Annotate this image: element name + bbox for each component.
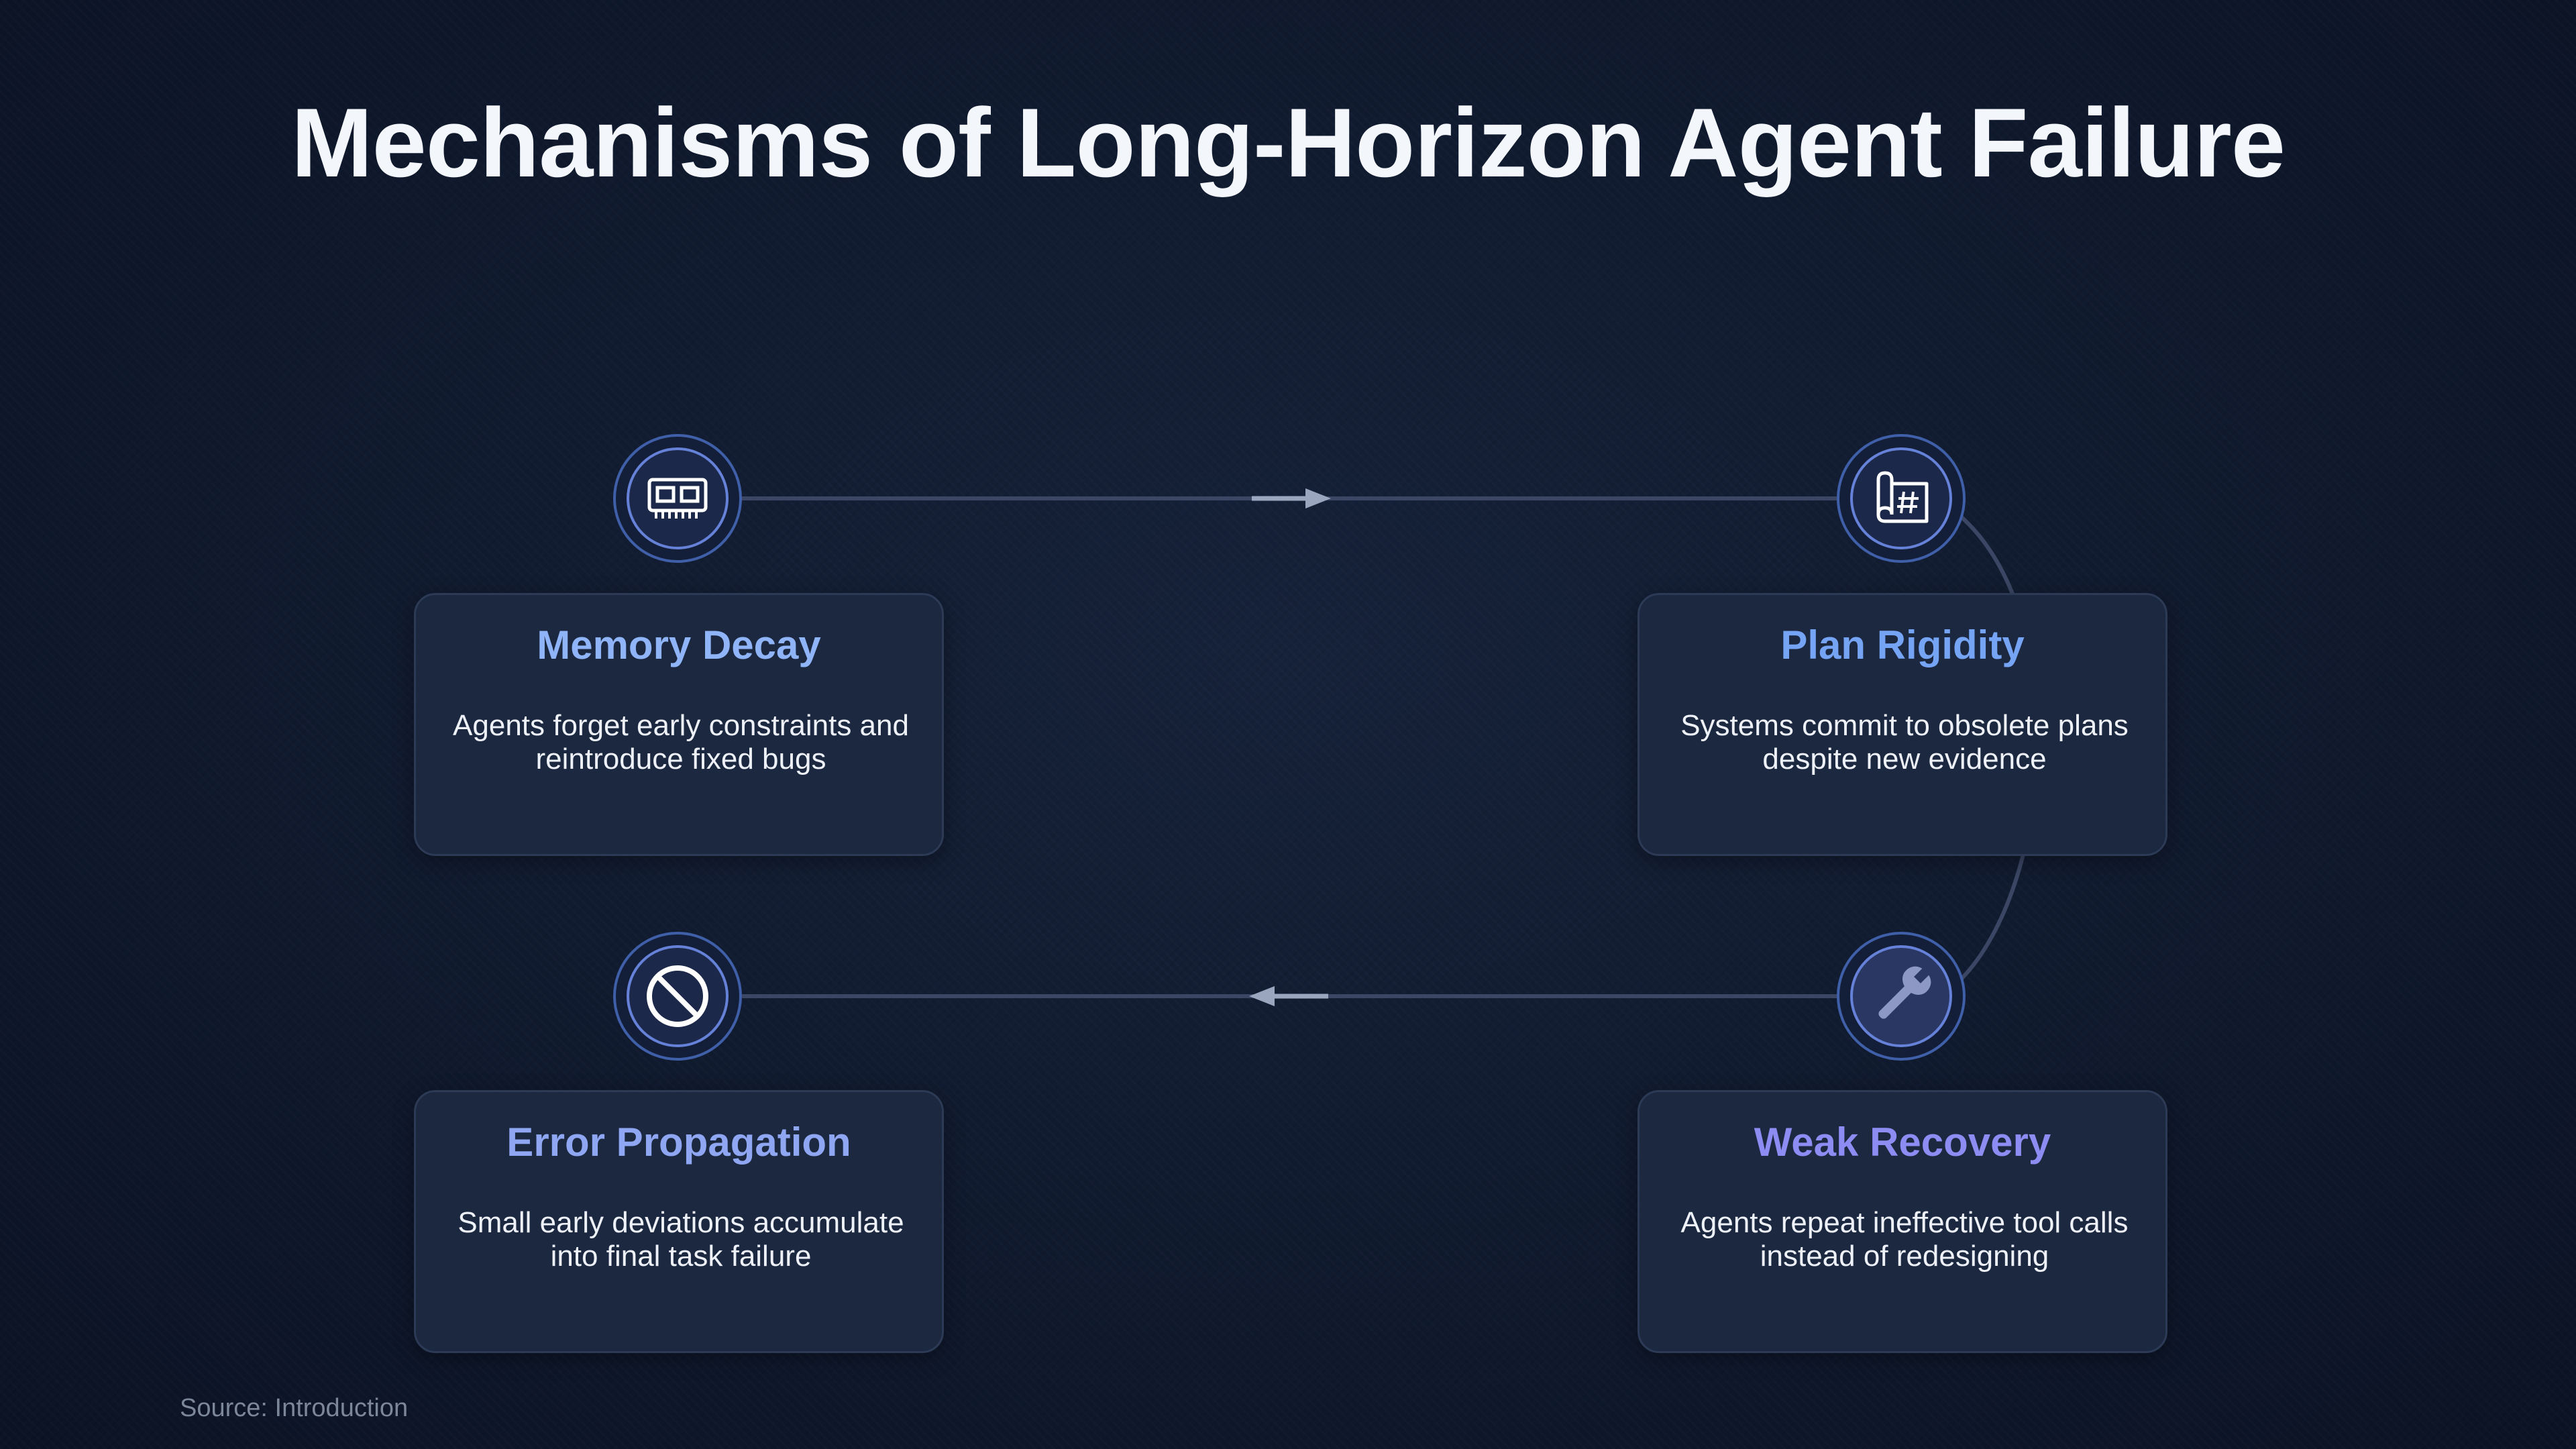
weak-recovery-node: [1837, 932, 1966, 1061]
memory-decay-description: Agents forget early constraints and rein…: [453, 709, 909, 775]
memory-decay-card: Memory Decay Agents forget early constra…: [414, 593, 944, 856]
arrow-left-icon: [1249, 986, 1328, 1006]
error-propagation-node: [613, 932, 742, 1061]
plan-rigidity-title: Plan Rigidity: [1780, 623, 2025, 667]
weak-recovery-title: Weak Recovery: [1754, 1120, 2051, 1165]
memory-decay-title: Memory Decay: [537, 623, 821, 667]
plan-rigidity-description: Systems commit to obsolete plans despite…: [1680, 709, 2129, 775]
source-note: Source: Introduction: [180, 1394, 409, 1422]
memory-chip-icon: [647, 478, 708, 519]
error-propagation-title: Error Propagation: [506, 1120, 851, 1165]
diagram-title: Mechanisms of Long-Horizon Agent Failure: [290, 88, 2286, 197]
plan-rigidity-node: [1837, 434, 1966, 563]
prohibited-icon: [647, 965, 708, 1027]
blueprint-icon: [1876, 471, 1929, 523]
weak-recovery-card: Weak Recovery Agents repeat ineffective …: [1638, 1090, 2167, 1353]
weak-recovery-description: Agents repeat ineffective tool calls ins…: [1680, 1206, 2129, 1273]
memory-decay-node: [613, 434, 742, 563]
wrench-icon: [1878, 966, 1931, 1019]
error-propagation-card: Error Propagation Small early deviations…: [414, 1090, 944, 1353]
plan-rigidity-card: Plan Rigidity Systems commit to obsolete…: [1638, 593, 2167, 856]
arrow-right-icon: [1252, 488, 1331, 508]
error-propagation-description: Small early deviations accumulate into f…: [458, 1206, 904, 1273]
